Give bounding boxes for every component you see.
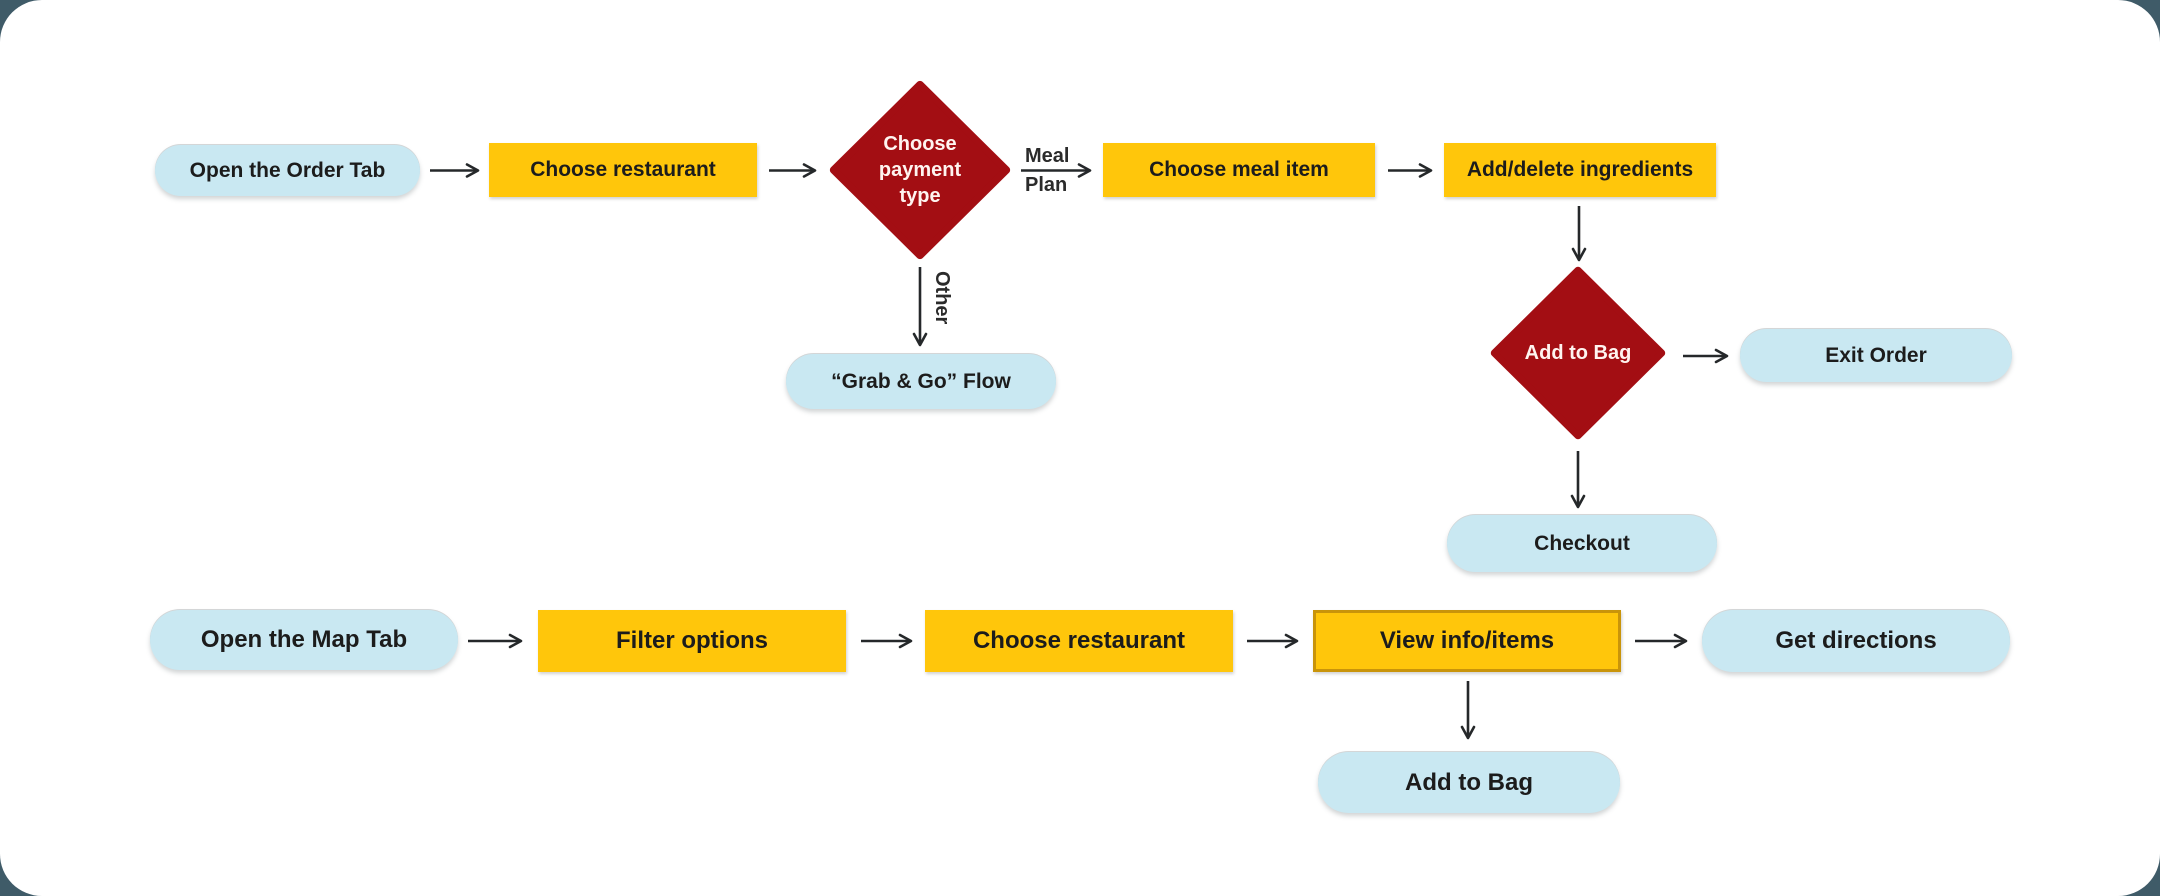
edge-label-meal: Meal (1025, 145, 1070, 167)
node-choose-restaurant-map: Choose restaurant (925, 610, 1233, 672)
node-add-to-bag-decision: Add to Bag (1489, 265, 1667, 441)
edge-label-other: Other (931, 271, 953, 325)
node-choose-meal-item: Choose meal item (1103, 143, 1375, 197)
node-add-to-bag-decision-label: Add to Bag (1524, 342, 1632, 364)
node-add-delete-ingredients: Add/delete ingredients (1444, 143, 1716, 197)
node-choose-payment-type-label: Choose payment type (878, 133, 962, 207)
node-grab-and-go-flow: “Grab & Go” Flow (786, 354, 1056, 409)
node-open-order-tab: Open the Order Tab (155, 145, 420, 196)
node-checkout: Checkout (1447, 515, 1717, 572)
node-open-map-tab: Open the Map Tab (150, 610, 458, 670)
node-get-directions: Get directions (1702, 610, 2010, 672)
node-view-info-items: View info/items (1313, 610, 1621, 672)
node-exit-order: Exit Order (1740, 329, 2012, 382)
node-choose-payment-type: Choose payment type (828, 79, 1012, 261)
decision-diamond-shape (829, 80, 1011, 260)
node-filter-options: Filter options (538, 610, 846, 672)
node-add-to-bag-map: Add to Bag (1318, 752, 1620, 813)
node-choose-restaurant-order: Choose restaurant (489, 143, 757, 197)
edge-label-plan: Plan (1025, 174, 1068, 196)
decision-diamond-shape (1490, 266, 1666, 440)
